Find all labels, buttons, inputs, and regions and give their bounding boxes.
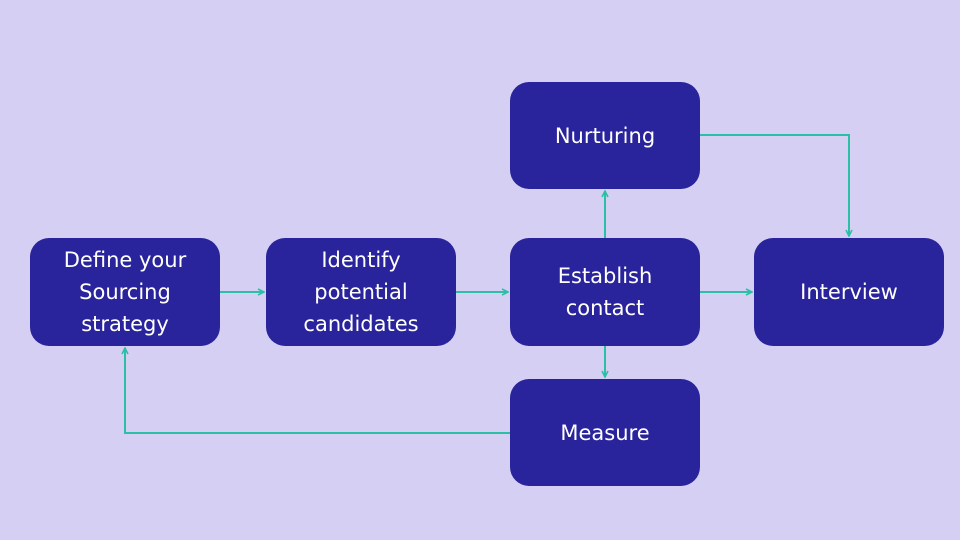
node-establish-contact: Establish contact [510,238,700,346]
node-define-sourcing-strategy: Define your Sourcing strategy [30,238,220,346]
arrow-measure-to-define [125,348,510,434]
arrow-nurturing-to-interview [700,134,849,236]
node-identify-label: Identify potential candidates [303,248,419,336]
node-measure: Measure [510,379,700,486]
node-interview: Interview [754,238,944,346]
node-interview-label: Interview [800,280,898,304]
node-nurturing-label: Nurturing [554,123,656,148]
node-nurturing: Nurturing [510,82,700,189]
node-identify-candidates: Identify potential candidates [266,238,456,346]
node-establish-label: Establish contact [557,264,653,320]
node-measure-label: Measure [560,420,650,445]
node-define-label: Define your Sourcing strategy [63,248,187,336]
